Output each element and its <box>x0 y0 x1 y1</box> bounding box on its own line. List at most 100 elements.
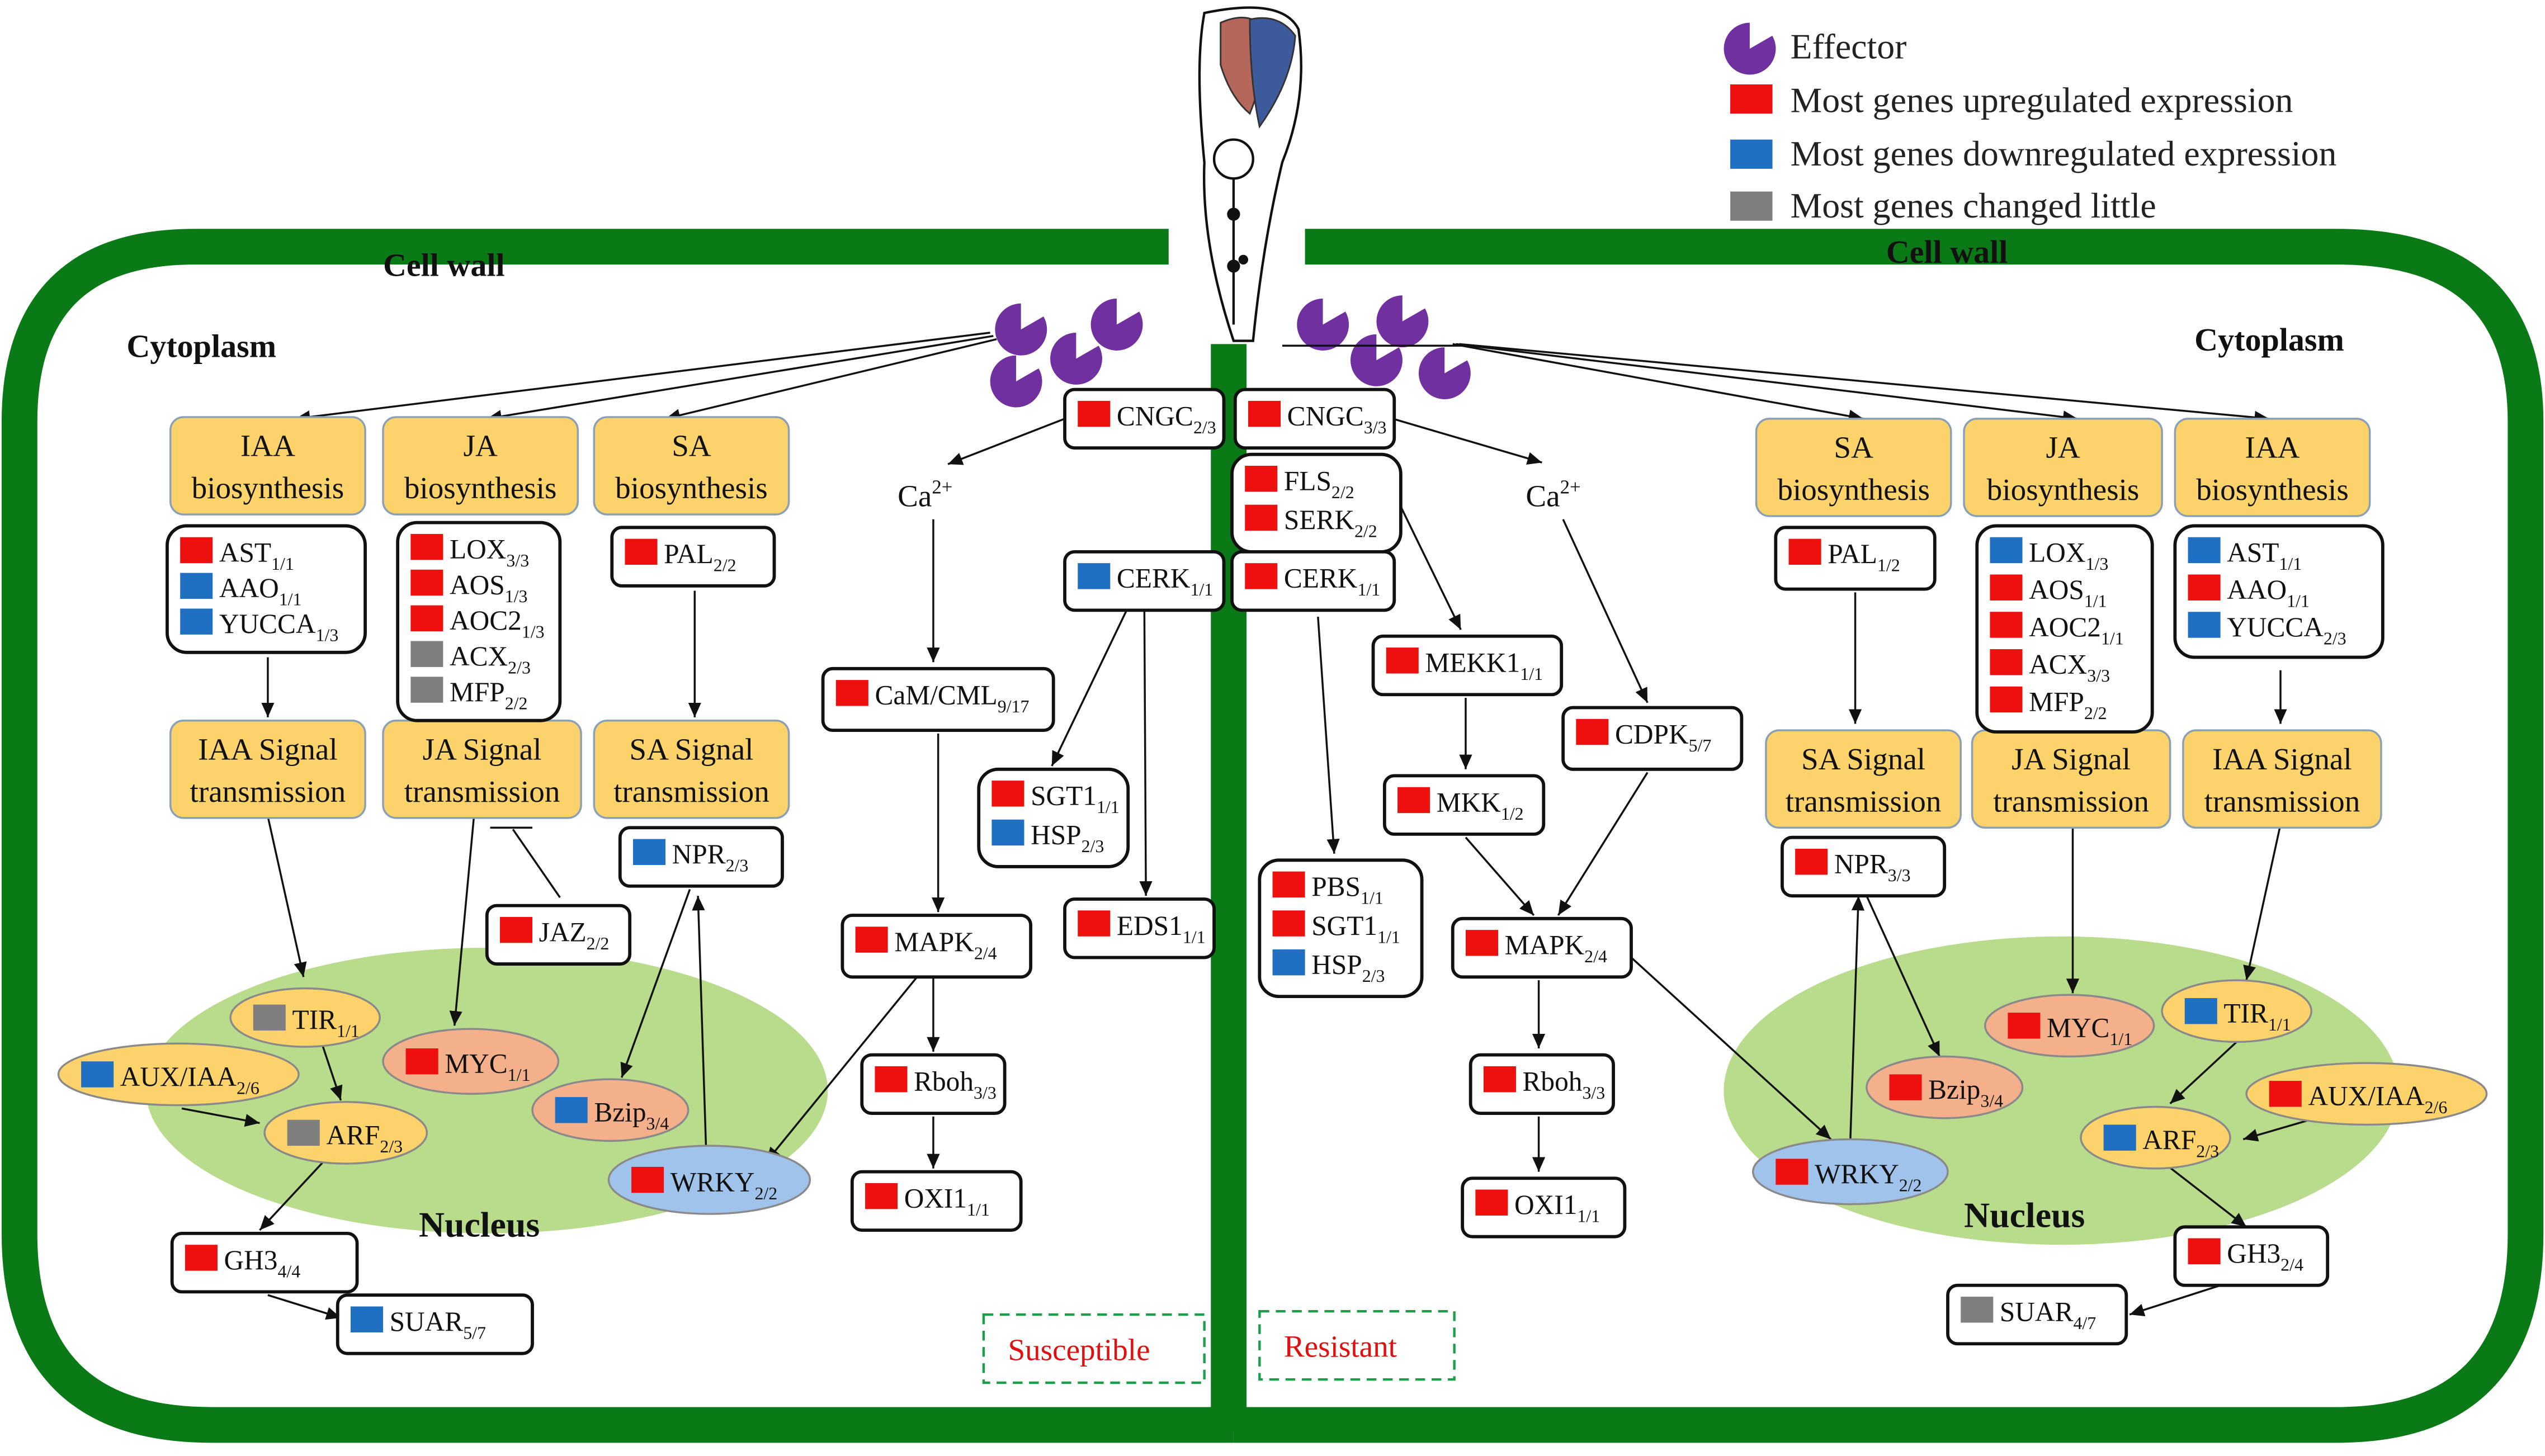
right-oxi1-box-oxi1-label: OXI11/1 <box>1514 1189 1600 1226</box>
left-iaa-biosynthesis-label: IAA <box>240 429 295 463</box>
right-pal-box-pal-label: PAL1/2 <box>1828 538 1900 575</box>
left-tir-pill <box>229 987 381 1048</box>
left-sa-signal-label: transmission <box>613 774 769 809</box>
right-iaa-genes-yucca-label: YUCCA2/3 <box>2227 612 2346 649</box>
right-iaa-genes-ast-swatch <box>2188 537 2221 564</box>
right-wrky-pill-label: WRKY2/2 <box>1815 1159 1922 1195</box>
left-iaa-genes-ast-label: AST1/1 <box>219 537 294 574</box>
effector-icon <box>1050 333 1102 385</box>
legend-effector-icon <box>1724 22 1776 75</box>
left-cngc-box-cngc-label: CNGC2/3 <box>1117 400 1216 437</box>
susceptible-label: Susceptible <box>1008 1332 1150 1367</box>
right-cerk-box-cerk-label: CERK1/1 <box>1284 563 1380 600</box>
right-ja-genes-lox-label: LOX1/3 <box>2029 537 2108 574</box>
pathway-boxes: IAAbiosynthesisJAbiosynthesisSAbiosynthe… <box>57 387 2488 1355</box>
left-ja-biosynthesis <box>382 416 579 516</box>
left-jaz-box-jaz-label: JAZ2/2 <box>539 916 610 953</box>
left-sgt-box-sgt1-label: SGT11/1 <box>1031 781 1120 817</box>
left-iaa-biosynthesis-label: biosynthesis <box>192 471 344 505</box>
nucleus-label-left: Nucleus <box>419 1205 540 1245</box>
left-iaa-genes <box>166 524 367 654</box>
right-pal-box-pal-swatch <box>1788 538 1821 565</box>
right-bzip-pill <box>1866 1055 2024 1119</box>
left-wrky-pill-swatch <box>631 1166 664 1193</box>
left-iaa-genes-aao-swatch <box>180 573 213 599</box>
left-tir-pill-label: TIR1/1 <box>292 1004 359 1041</box>
right-sa-signal <box>1765 729 1962 829</box>
right-sa-signal-label: transmission <box>1786 784 1942 818</box>
right-iaa-signal-label: transmission <box>2204 784 2360 818</box>
cell-wall-right <box>1233 229 2544 1443</box>
right-mkk-box-mkk-swatch <box>1397 787 1430 814</box>
nucleus-label-right: Nucleus <box>1964 1195 2085 1235</box>
right-myc-pill <box>1984 994 2155 1058</box>
right-iaa-genes-ast-label: AST1/1 <box>2227 537 2302 574</box>
right-ja-genes-aos-swatch <box>1990 574 2023 601</box>
right-iaa-signal <box>2182 729 2382 829</box>
right-wrky-pill <box>1751 1138 1949 1206</box>
left-rboh-box-rboh-label: Rboh3/3 <box>914 1066 997 1103</box>
right-ja-genes-aoc2-swatch <box>1990 612 2023 638</box>
left-ja-genes-mfp-label: MFP2/2 <box>450 677 528 713</box>
right-oxi1-box-oxi1-swatch <box>1475 1189 1508 1216</box>
left-ja-biosynthesis-label: biosynthesis <box>404 471 557 505</box>
effector-icon <box>1376 295 1429 348</box>
right-mekk1-box-mekk1-swatch <box>1386 647 1419 674</box>
right-iaa-biosynthesis <box>2174 418 2371 517</box>
right-suar-box-suar-label: SUAR4/7 <box>2000 1297 2096 1334</box>
right-myc-pill-label: MYC1/1 <box>2047 1013 2132 1050</box>
effector-icon <box>1090 299 1143 351</box>
left-myc-pill-swatch <box>405 1048 438 1075</box>
right-ja-biosynthesis <box>1963 418 2163 517</box>
connectors <box>181 332 2322 1320</box>
left-cngc-box-cngc-swatch <box>1078 400 1111 427</box>
left-iaa-genes-aao-label: AAO1/1 <box>219 573 302 609</box>
left-bzip-pill <box>531 1078 690 1142</box>
right-iaa-signal-label: IAA Signal <box>2212 742 2352 776</box>
right-iaa-genes-aao-label: AAO1/1 <box>2227 574 2310 611</box>
susceptible-box <box>982 1313 1206 1384</box>
right-pbs-box-pbs-label: PBS1/1 <box>1311 871 1384 908</box>
left-eds1-box-eds1-swatch <box>1078 910 1111 937</box>
left-pal-box-pal-swatch <box>625 538 658 565</box>
calcium-label-left: Ca2+ <box>898 476 952 513</box>
left-npr-box-npr-swatch <box>632 839 666 866</box>
left-sa-signal <box>593 719 790 819</box>
left-sgt-box-hsp-label: HSP2/3 <box>1031 819 1104 856</box>
left-cam-box-cam-label: CaM/CML9/17 <box>875 680 1029 717</box>
right-cngc-box-cngc-label: CNGC3/3 <box>1287 400 1387 437</box>
right-ja-genes-acx-label: ACX3/3 <box>2029 649 2110 686</box>
right-auxiaa-pill <box>2245 1062 2488 1126</box>
right-gh3-box-gh3-swatch <box>2188 1238 2221 1265</box>
legend: Effector Most genes upregulated expressi… <box>1724 22 2336 225</box>
resistant-label: Resistant <box>1284 1329 1397 1363</box>
right-mekk1-box-mekk1-label: MEKK11/1 <box>1425 647 1543 684</box>
left-ja-genes-aos-swatch <box>410 569 443 596</box>
right-sa-signal-label: SA Signal <box>1801 742 1925 776</box>
left-bzip-pill-label: Bzip3/4 <box>594 1097 669 1134</box>
right-iaa-genes-aao-swatch <box>2188 574 2221 601</box>
right-auxiaa-pill-swatch <box>2269 1081 2302 1107</box>
left-iaa-signal-label: IAA Signal <box>198 732 338 766</box>
cell-wall-left <box>1 229 1234 1443</box>
left-gh3-box-gh3-label: GH34/4 <box>224 1245 301 1282</box>
right-npr-box-npr-label: NPR3/3 <box>1834 849 1911 886</box>
left-ja-genes-lox-swatch <box>410 533 443 560</box>
right-myc-pill-swatch <box>2008 1013 2041 1039</box>
right-fls-box-serk-label: SERK2/2 <box>1284 504 1377 541</box>
effector-icon <box>995 303 1047 356</box>
left-mapk-box <box>841 914 1032 979</box>
cytoplasm-label-left: Cytoplasm <box>126 328 276 365</box>
left-myc-pill <box>382 1028 560 1095</box>
right-cdpk-box-cdpk-swatch <box>1576 718 1609 745</box>
left-ja-genes-aos-label: AOS1/3 <box>450 569 527 606</box>
right-iaa-biosynthesis-label: biosynthesis <box>2196 472 2349 507</box>
left-rboh-box-rboh-swatch <box>875 1066 908 1093</box>
right-arf-pill-swatch <box>2103 1124 2136 1151</box>
right-ja-signal-label: transmission <box>1993 784 2149 818</box>
left-arf-pill <box>263 1101 428 1165</box>
legend-little-swatch <box>1730 191 1773 221</box>
left-cam-box-cam-swatch <box>835 680 868 706</box>
